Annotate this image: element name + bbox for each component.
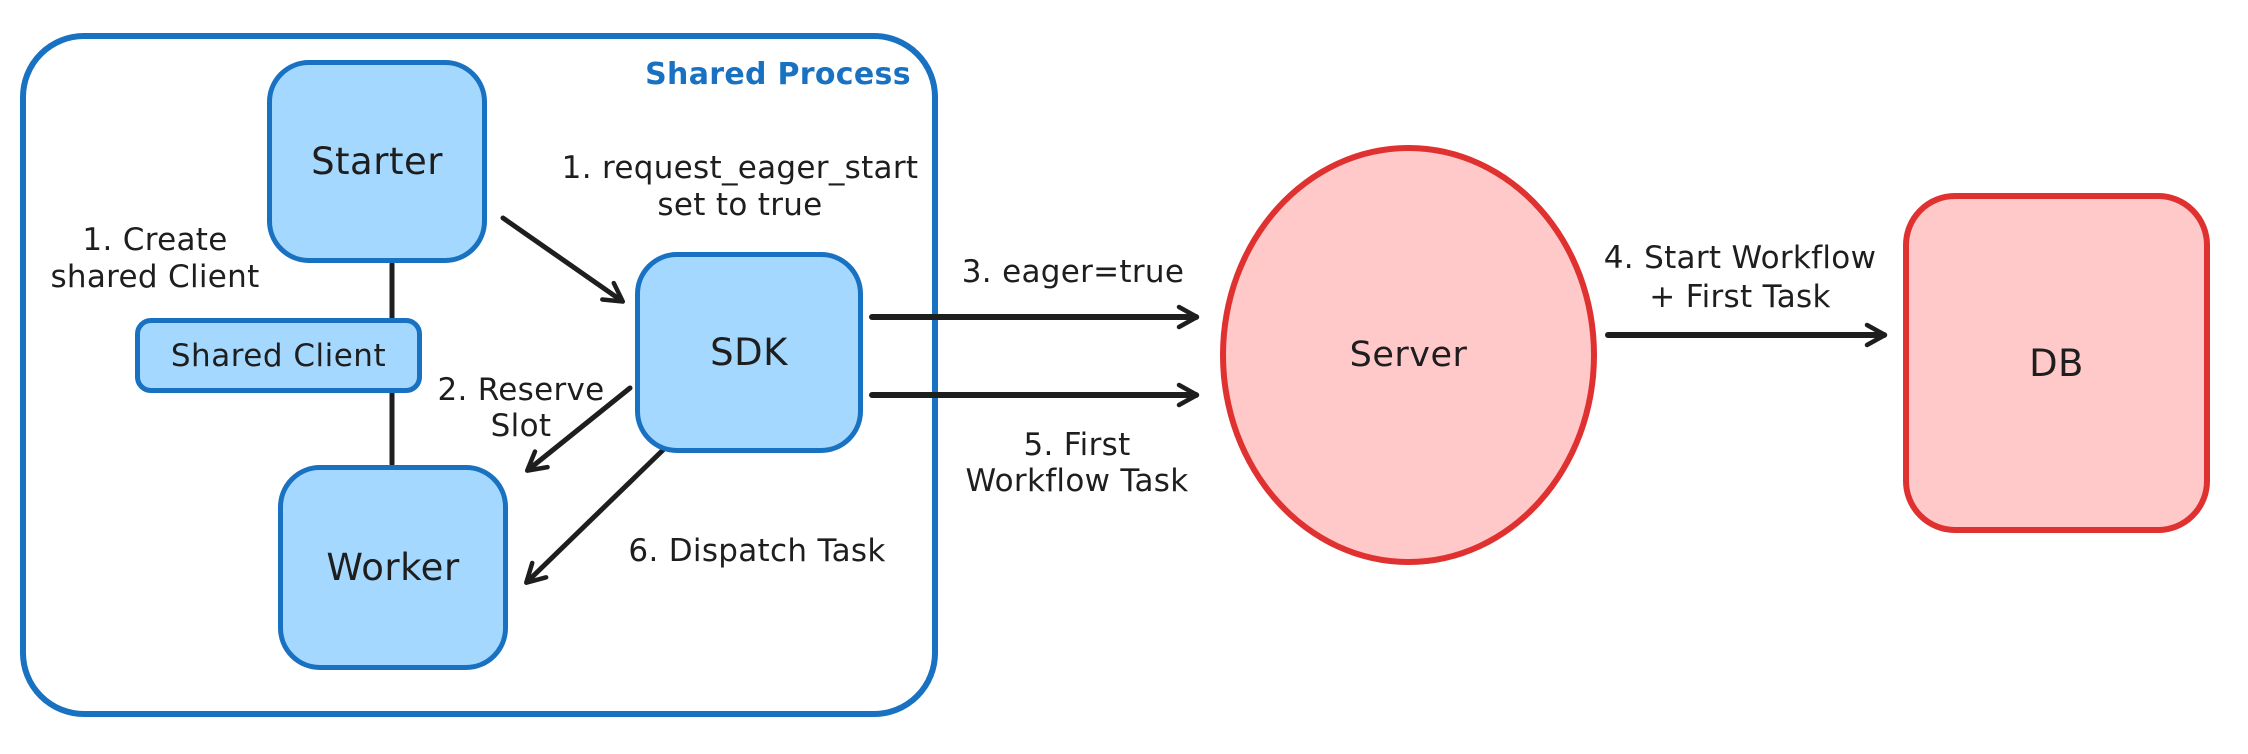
arrow-reserve-slot	[524, 385, 633, 473]
shared-process-container	[20, 33, 938, 717]
arrow-dispatch-task	[524, 447, 666, 585]
arrow-request-eager-start	[500, 215, 626, 304]
